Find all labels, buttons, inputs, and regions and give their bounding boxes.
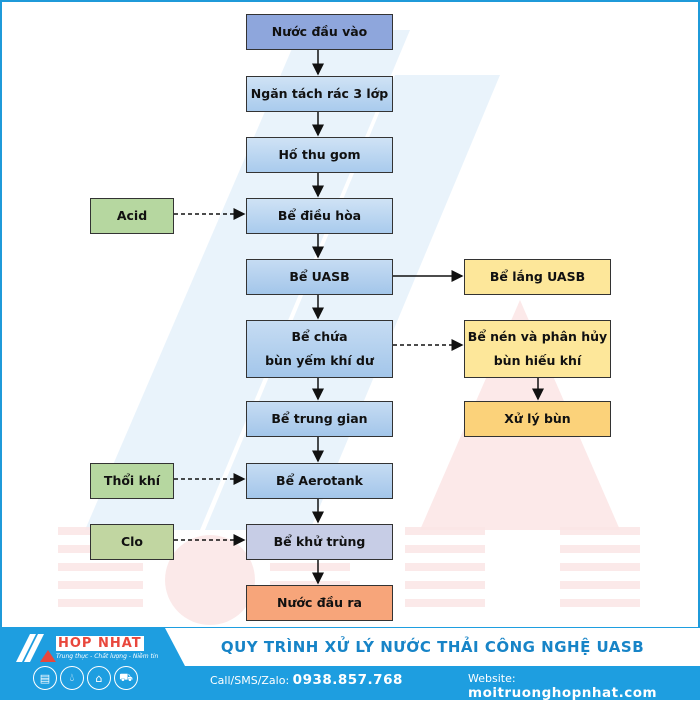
node-label-line2: bùn hiếu khí	[493, 353, 582, 368]
factory-icon: ⌂	[87, 666, 111, 690]
cart-icon: ⛟	[114, 666, 138, 690]
node-label-line2: bùn yếm khí dư	[265, 353, 374, 368]
node-label: Bể lắng UASB	[489, 269, 586, 284]
website-label: Website:	[468, 672, 516, 685]
node-label-line1: Bể chứa	[291, 329, 348, 344]
node-be-dieu-hoa: Bể điều hòa	[246, 198, 393, 234]
brand-logo-mark	[16, 634, 56, 662]
node-ngan-tach-rac: Ngăn tách rác 3 lớp	[246, 76, 393, 112]
node-label: Nước đầu vào	[271, 24, 368, 39]
node-label: Bể UASB	[289, 269, 350, 284]
node-label: Bể điều hòa	[277, 208, 362, 223]
node-label: Nước đầu ra	[277, 595, 362, 610]
input-label: Clo	[120, 534, 144, 549]
node-label: Xử lý bùn	[504, 411, 571, 426]
node-xu-ly-bun: Xử lý bùn	[464, 401, 611, 437]
node-nuoc-dau-ra: Nước đầu ra	[246, 585, 393, 621]
node-label-line1: Bể nén và phân hủy	[467, 329, 608, 344]
title-band	[165, 628, 700, 666]
input-thoi-khi: Thổi khí	[90, 463, 174, 499]
node-label: Hố thu gom	[278, 147, 361, 162]
input-acid: Acid	[90, 198, 174, 234]
diagram-title: QUY TRÌNH XỬ LÝ NƯỚC THẢI CÔNG NGHỆ UASB	[220, 638, 645, 656]
contact-website: Website: moitruonghopnhat.com	[468, 672, 700, 701]
node-be-uasb: Bể UASB	[246, 259, 393, 295]
node-be-aerotank: Bể Aerotank	[246, 463, 393, 499]
node-label: Bể khử trùng	[273, 534, 366, 549]
phone-number[interactable]: 0938.857.768	[292, 672, 403, 688]
brand-tagline: Trung thực - Chất lượng - Niềm tin	[56, 653, 159, 660]
node-label: Bể trung gian	[271, 411, 368, 426]
node-label: Bể Aerotank	[276, 473, 363, 488]
node-ho-thu-gom: Hố thu gom	[246, 137, 393, 173]
node-be-khu-trung: Bể khử trùng	[246, 524, 393, 560]
water-drop-icon: 💧︎	[60, 666, 84, 690]
website-link[interactable]: moitruonghopnhat.com	[468, 685, 658, 701]
brand-name: HOP NHAT	[56, 636, 144, 651]
node-nuoc-dau-vao: Nước đầu vào	[246, 14, 393, 50]
service-icons: ▤ 💧︎ ⌂ ⛟	[33, 666, 138, 690]
node-be-nen: Bể nén và phân hủy bùn hiếu khí	[464, 320, 611, 378]
node-be-chua-bun: Bể chứa bùn yếm khí dư	[246, 320, 393, 378]
chart-icon: ▤	[33, 666, 57, 690]
node-be-trung-gian: Bể trung gian	[246, 401, 393, 437]
node-label: Ngăn tách rác 3 lớp	[250, 86, 389, 101]
node-be-lang-uasb: Bể lắng UASB	[464, 259, 611, 295]
input-clo: Clo	[90, 524, 174, 560]
call-label: Call/SMS/Zalo:	[210, 674, 290, 687]
input-label: Thổi khí	[103, 473, 161, 488]
input-label: Acid	[116, 208, 148, 223]
contact-phone: Call/SMS/Zalo: 0938.857.768	[210, 672, 403, 688]
